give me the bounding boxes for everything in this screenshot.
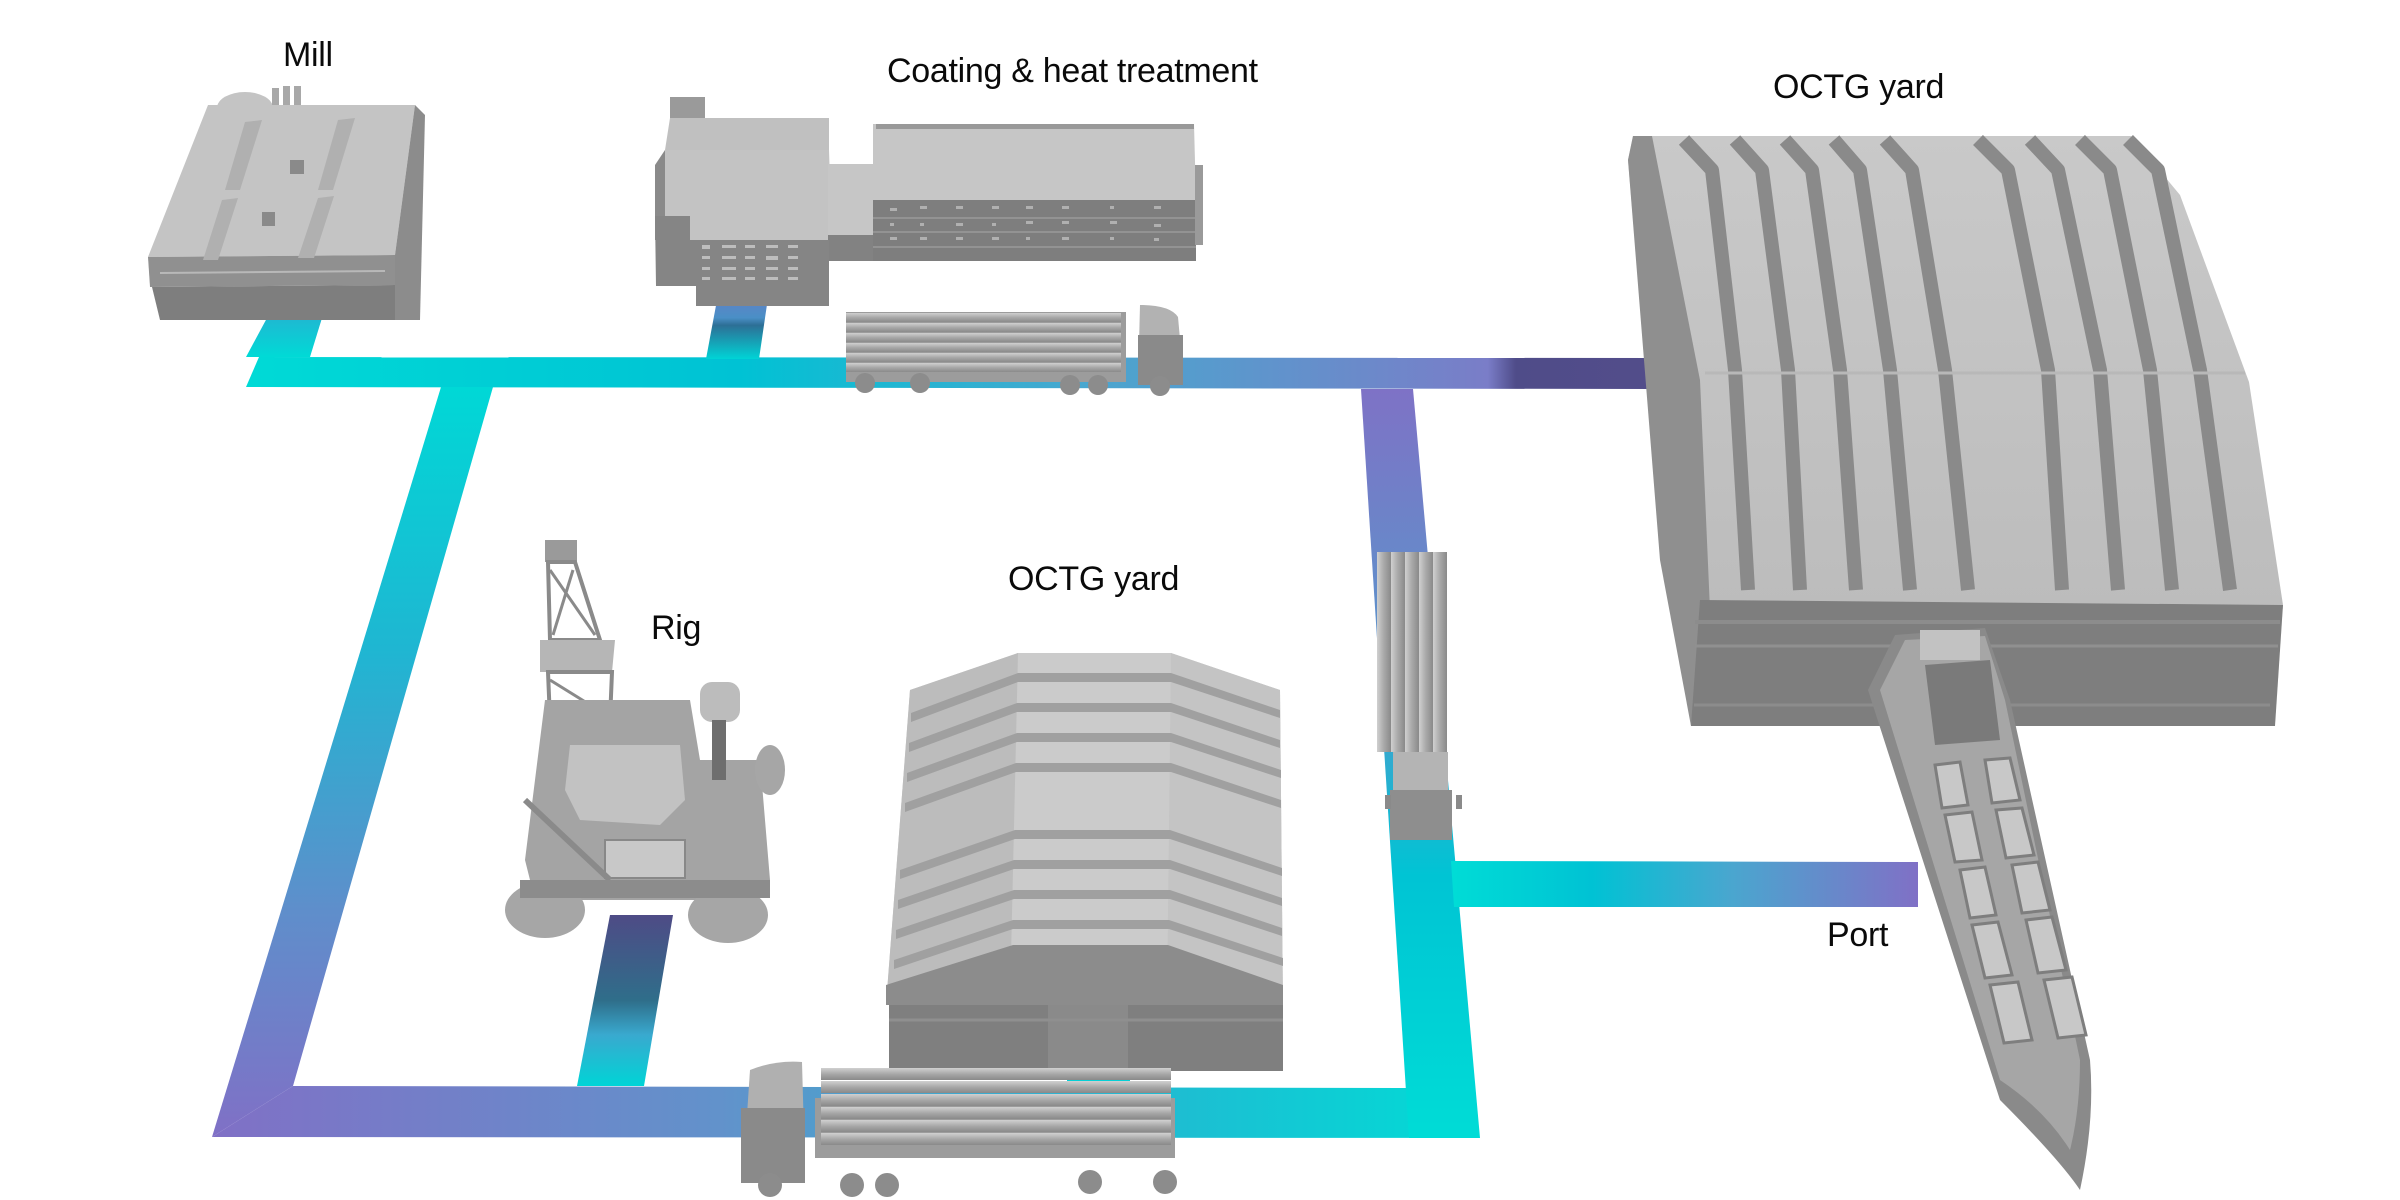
node-label-octg-yard-local: OCTG yard [1008, 560, 1180, 598]
road-mill-stub [246, 318, 322, 357]
pipe-truck-icon[interactable] [846, 305, 1183, 396]
node-label-mill: Mill [283, 36, 333, 74]
road-port [1451, 861, 1918, 907]
cargo-ship-icon[interactable] [1868, 628, 2092, 1190]
coating-plant-icon[interactable] [655, 97, 1203, 306]
node-label-port: Port [1827, 916, 1889, 954]
node-label-rig: Rig [651, 609, 702, 647]
road-rig-stub [577, 915, 673, 1086]
node-label-coating: Coating & heat treatment [887, 52, 1258, 90]
factory-mill-icon[interactable] [148, 86, 425, 320]
offshore-rig-icon[interactable] [505, 540, 785, 943]
node-label-octg-yard-main: OCTG yard [1773, 68, 1945, 106]
pipe-truck-icon[interactable] [741, 1061, 1177, 1197]
pipe-truck-icon[interactable] [1377, 552, 1462, 840]
road-left [212, 387, 493, 1137]
warehouse-icon[interactable] [886, 653, 1283, 1071]
